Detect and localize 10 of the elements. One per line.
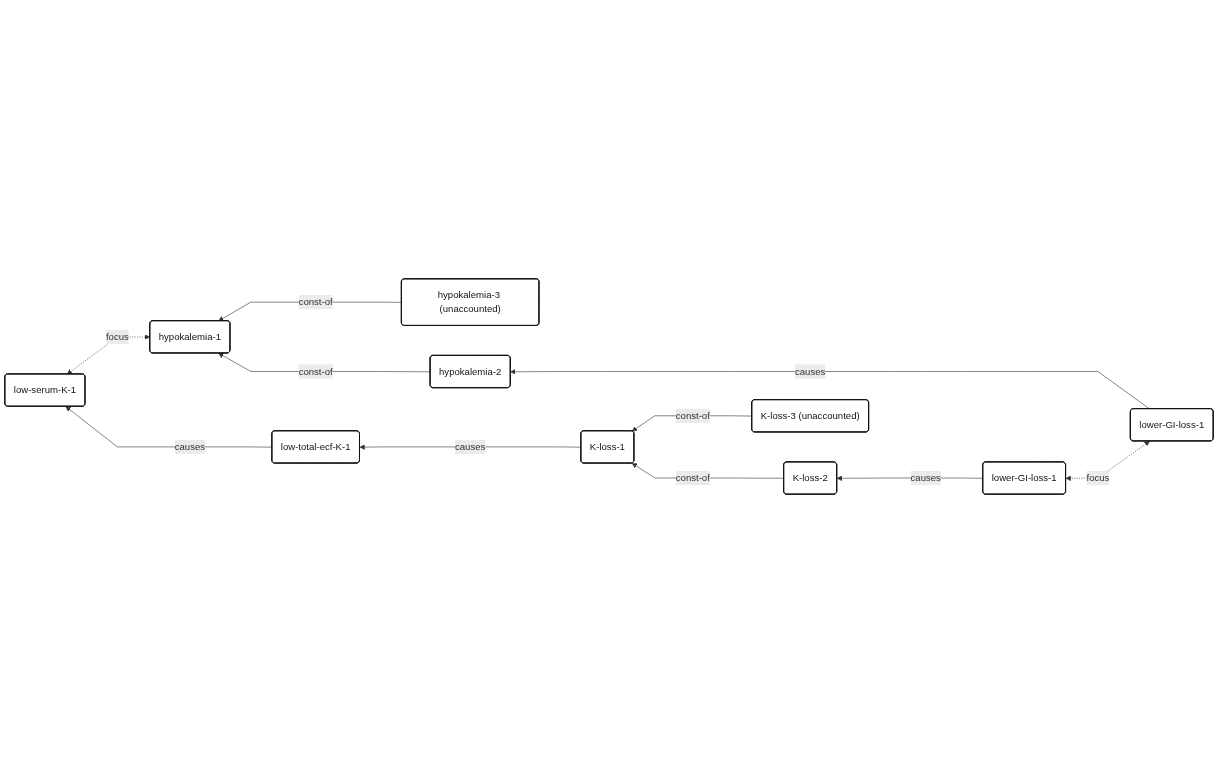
edge-label: causes <box>455 441 486 452</box>
edge-label: focus <box>1086 472 1110 483</box>
edge-label: causes <box>910 472 941 483</box>
edge-label: const-of <box>675 472 710 483</box>
edge-label: causes <box>795 365 826 376</box>
edge-label: const-of <box>675 409 710 421</box>
edge-label: const-of <box>298 365 333 376</box>
edge-label: const-of <box>298 296 333 307</box>
edge-label: causes <box>174 441 206 452</box>
edge-label: focus <box>105 330 129 342</box>
